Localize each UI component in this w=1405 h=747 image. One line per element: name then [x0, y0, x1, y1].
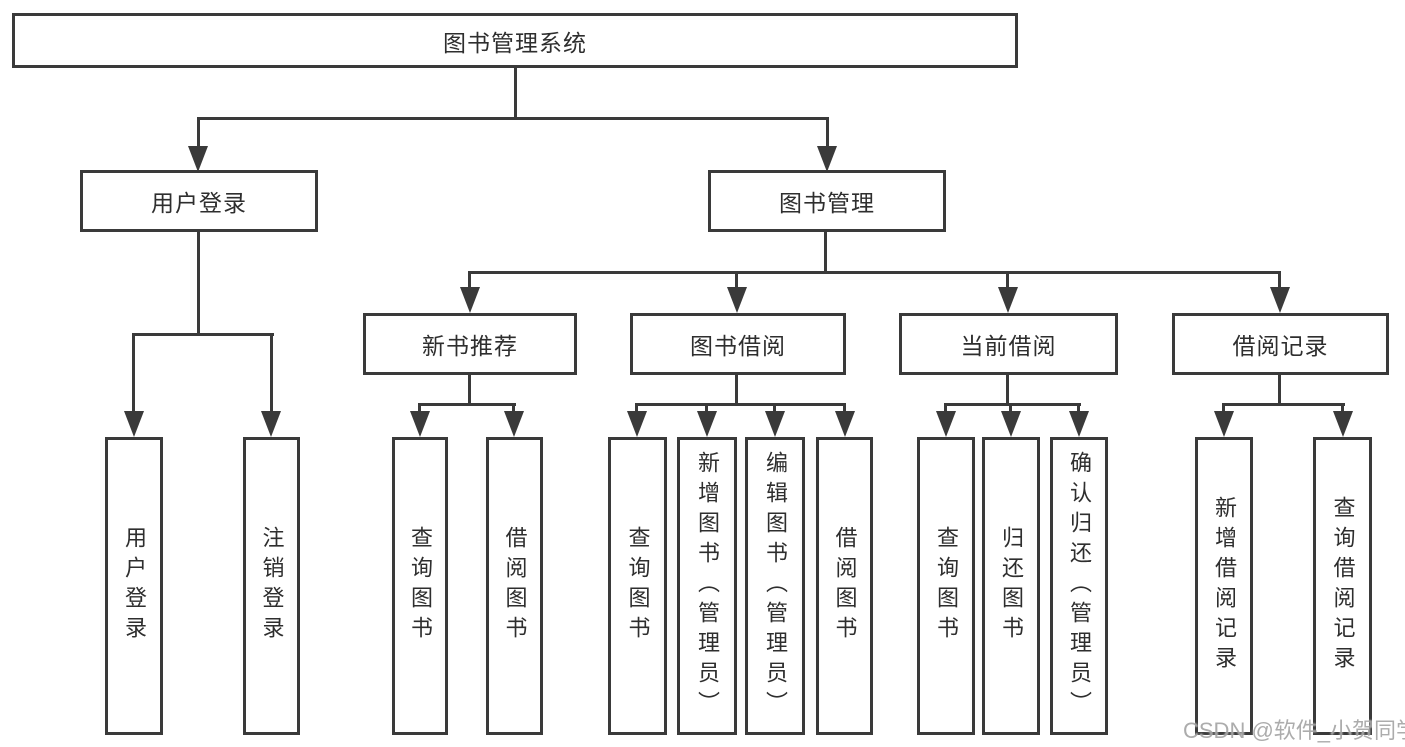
- edge-line: [197, 232, 200, 335]
- arrow-down-icon: [998, 287, 1018, 313]
- node-label: 确认归还（管理员）: [1067, 451, 1092, 721]
- node-label: 借阅图书: [832, 526, 858, 646]
- edge-line: [197, 117, 200, 148]
- edge-line: [1341, 403, 1344, 413]
- edge-line: [468, 271, 471, 289]
- edge-line: [735, 375, 738, 406]
- arrow-down-icon: [460, 287, 480, 313]
- node-borrow-books: 借阅图书: [486, 437, 543, 735]
- node-add-borrow-record: 新增借阅记录: [1195, 437, 1253, 735]
- node-library-management-system: 图书管理系统: [12, 13, 1018, 68]
- arrow-down-icon: [936, 411, 956, 437]
- node-book-management: 图书管理: [708, 170, 946, 232]
- edge-line: [133, 333, 274, 336]
- edge-line: [824, 232, 827, 274]
- edge-line: [270, 333, 273, 412]
- node-label: 编辑图书（管理员）: [763, 451, 788, 721]
- edge-line: [514, 68, 517, 119]
- node-new-book-recommendation: 新书推荐: [363, 313, 577, 375]
- arrow-down-icon: [727, 287, 747, 313]
- node-book-borrowing: 图书借阅: [630, 313, 846, 375]
- node-user-login-leaf: 用户登录: [105, 437, 163, 735]
- arrow-down-icon: [504, 411, 524, 437]
- node-query-borrow-record: 查询借阅记录: [1313, 437, 1372, 735]
- node-query-books: 查询图书: [608, 437, 667, 735]
- node-label: 查询借阅记录: [1330, 496, 1356, 676]
- arrow-down-icon: [124, 411, 144, 437]
- node-query-books: 查询图书: [917, 437, 975, 735]
- node-return-books: 归还图书: [982, 437, 1040, 735]
- node-logout: 注销登录: [243, 437, 300, 735]
- edge-line: [636, 403, 846, 406]
- edge-line: [1223, 403, 1345, 406]
- edge-line: [197, 117, 829, 120]
- arrow-down-icon: [1069, 411, 1089, 437]
- edge-line: [1278, 271, 1281, 289]
- arrow-down-icon: [697, 411, 717, 437]
- edge-line: [132, 333, 135, 412]
- node-label: 借阅图书: [502, 526, 528, 646]
- node-add-book-admin: 新增图书（管理员）: [677, 437, 737, 735]
- arrow-down-icon: [1214, 411, 1234, 437]
- edge-line: [512, 403, 515, 413]
- node-user-login: 用户登录: [80, 170, 318, 232]
- arrow-down-icon: [627, 411, 647, 437]
- edge-line: [1222, 403, 1225, 413]
- arrow-down-icon: [410, 411, 430, 437]
- edge-line: [944, 403, 947, 413]
- node-label: 查询图书: [934, 526, 959, 646]
- node-label: 归还图书: [999, 526, 1024, 646]
- node-borrow-books: 借阅图书: [816, 437, 873, 735]
- node-label: 新增图书（管理员）: [695, 451, 720, 721]
- node-label: 新增借阅记录: [1212, 496, 1237, 676]
- edge-line: [419, 403, 516, 406]
- node-borrowing-records: 借阅记录: [1172, 313, 1389, 375]
- csdn-watermark: CSDN @软件_小贺同学: [1183, 718, 1405, 743]
- arrow-down-icon: [188, 146, 208, 172]
- edge-line: [945, 403, 1081, 406]
- node-current-borrowing: 当前借阅: [899, 313, 1118, 375]
- edge-line: [418, 403, 421, 413]
- node-label: 查询图书: [408, 526, 433, 646]
- edge-line: [1006, 271, 1009, 289]
- arrow-down-icon: [1001, 411, 1021, 437]
- edge-line: [468, 375, 471, 406]
- edge-line: [1009, 403, 1012, 413]
- edge-line: [1278, 375, 1281, 406]
- node-label: 用户登录: [122, 526, 147, 646]
- arrow-down-icon: [765, 411, 785, 437]
- edge-line: [843, 403, 846, 413]
- edge-line: [1077, 403, 1080, 413]
- node-label: 注销登录: [259, 526, 285, 646]
- edge-line: [705, 403, 708, 413]
- node-edit-book-admin: 编辑图书（管理员）: [745, 437, 805, 735]
- edge-line: [635, 403, 638, 413]
- arrow-down-icon: [835, 411, 855, 437]
- edge-line: [469, 271, 1281, 274]
- edge-line: [773, 403, 776, 413]
- arrow-down-icon: [261, 411, 281, 437]
- node-label: 查询图书: [625, 526, 651, 646]
- node-confirm-return-admin: 确认归还（管理员）: [1050, 437, 1108, 735]
- edge-line: [1006, 375, 1009, 406]
- arrow-down-icon: [1270, 287, 1290, 313]
- arrow-down-icon: [1333, 411, 1353, 437]
- arrow-down-icon: [817, 146, 837, 172]
- node-query-books: 查询图书: [392, 437, 448, 735]
- edge-line: [735, 271, 738, 289]
- edge-line: [826, 117, 829, 148]
